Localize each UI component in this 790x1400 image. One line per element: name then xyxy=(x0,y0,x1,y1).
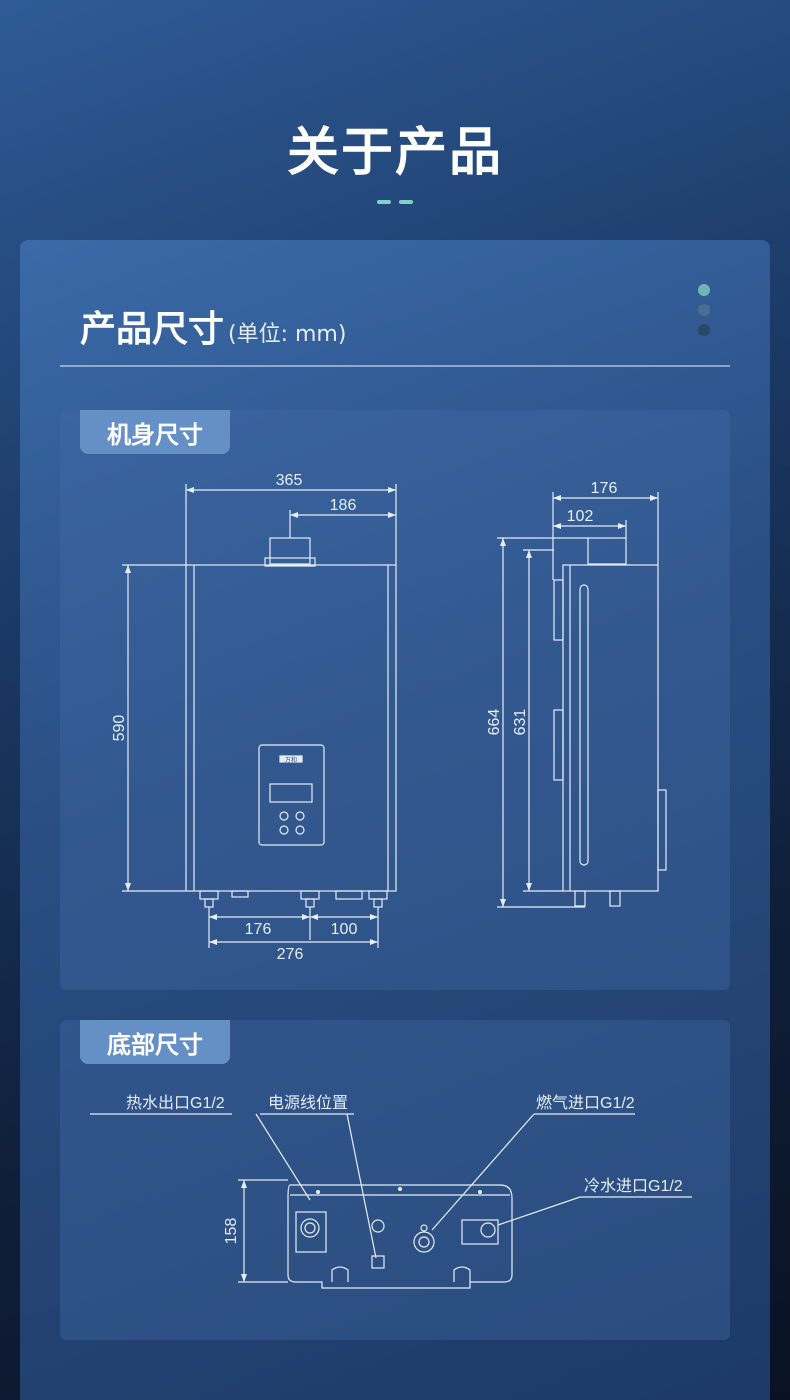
dim-front-flue-offset: 186 xyxy=(330,497,357,514)
section-divider xyxy=(60,365,730,367)
label-power-cord: 电源线位置 xyxy=(268,1094,348,1112)
label-hot-water-outlet: 热水出口G1/2 xyxy=(126,1094,225,1112)
dim-pipe-span: 276 xyxy=(277,946,304,963)
pager-dot-active xyxy=(698,284,710,296)
pager-dot xyxy=(698,324,710,336)
body-dimension-drawing: 365 186 590 176 100 276 176 102 664 631 … xyxy=(111,472,667,963)
front-body xyxy=(185,564,397,892)
side-flue xyxy=(587,537,627,565)
title-decoration xyxy=(377,200,413,204)
gas-inlet-fitting xyxy=(413,1231,435,1253)
dim-front-width: 365 xyxy=(276,472,303,489)
section-title: 产品尺寸 xyxy=(80,309,225,350)
label-cold-water-inlet: 冷水进口G1/2 xyxy=(584,1177,683,1195)
section-heading: 产品尺寸 (单位: mm) xyxy=(80,300,346,352)
power-cord-marker xyxy=(371,1255,385,1269)
section-unit: (单位: mm) xyxy=(228,322,347,347)
dim-side-height-body: 631 xyxy=(512,709,529,736)
front-display xyxy=(269,783,313,803)
front-control-panel xyxy=(258,744,325,846)
body-dimensions-panel: 机身尺寸 xyxy=(60,410,730,990)
front-flue xyxy=(269,537,311,565)
front-brand-mark xyxy=(279,755,303,763)
label-gas-inlet: 燃气进口G1/2 xyxy=(536,1094,635,1112)
dim-side-height-total: 664 xyxy=(486,709,503,736)
cold-water-fitting xyxy=(461,1219,499,1245)
bottom-dimensions-tab: 底部尺寸 xyxy=(80,1020,230,1064)
front-flue-base xyxy=(264,557,316,567)
dim-front-height: 590 xyxy=(111,715,128,742)
dim-side-depth: 176 xyxy=(591,480,618,497)
bottom-dimension-drawing: 热水出口G1/2 电源线位置 燃气进口G1/2 冷水进口G1/2 158 xyxy=(90,1094,692,1289)
bottom-dimensions-panel: 底部尺寸 xyxy=(60,1020,730,1340)
dim-side-flue-depth: 102 xyxy=(567,508,594,525)
dim-bottom-depth: 158 xyxy=(223,1218,240,1245)
front-brand-text: 万和 xyxy=(285,756,297,764)
bottom-outline xyxy=(287,1184,513,1289)
pager-dot xyxy=(698,304,710,316)
dim-pipe-spacing-b: 100 xyxy=(331,921,358,938)
pager-dots xyxy=(698,284,710,344)
side-body xyxy=(562,564,659,892)
dim-pipe-spacing-a: 176 xyxy=(245,921,272,938)
body-dimensions-tab: 机身尺寸 xyxy=(80,410,230,454)
page-title: 关于产品 xyxy=(286,123,503,183)
